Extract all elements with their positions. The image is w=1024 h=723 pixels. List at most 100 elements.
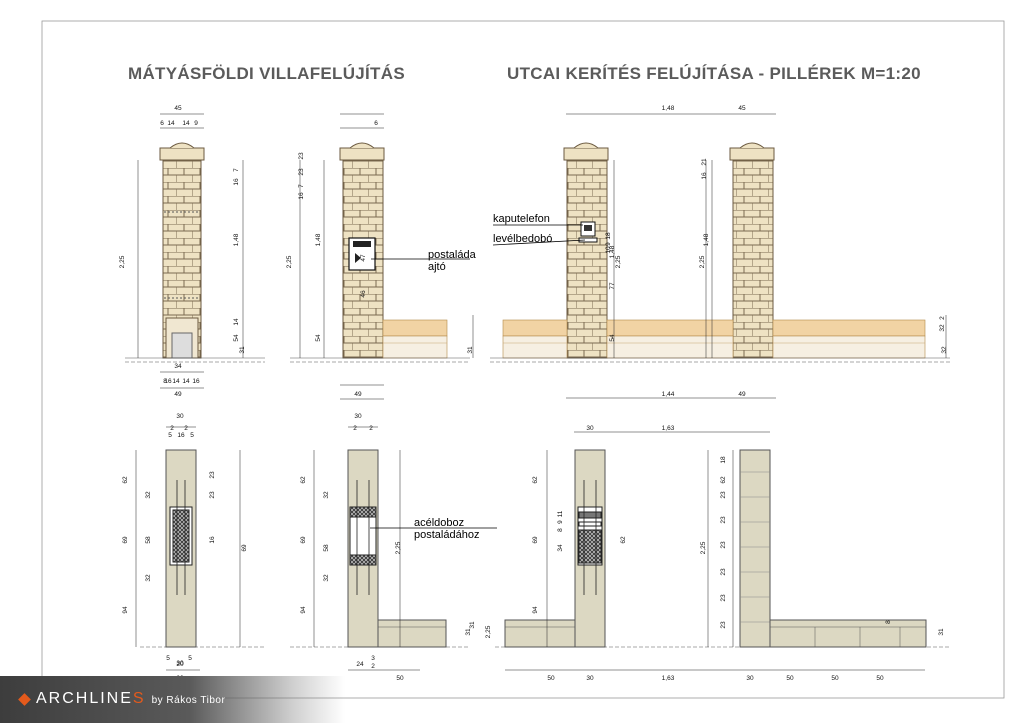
dimension-label: 69 <box>300 536 307 544</box>
dimension-label: 62 <box>300 476 307 484</box>
pillar-elevation-2 <box>339 142 385 359</box>
dimension-label: 32 <box>145 491 152 499</box>
dimension-label: 8 <box>885 620 892 624</box>
dimension-label: 16 <box>177 432 185 439</box>
dimension-label: 11 <box>557 510 564 517</box>
dimension-label: 9 <box>194 120 198 127</box>
dimension-label: 5 <box>190 432 194 439</box>
pillar-elevation-1 <box>159 142 205 359</box>
dimension-label: 49 <box>354 391 362 398</box>
brand-logo-icon <box>18 693 31 706</box>
pillar-elevation-4 <box>729 142 775 359</box>
dimension-label: 1,48 <box>609 245 616 258</box>
dimension-label: 30 <box>354 413 362 420</box>
dimension-label: 16 <box>164 378 172 385</box>
pillar-section-2 <box>347 449 447 648</box>
pillar-section-3 <box>504 449 606 648</box>
dimension-label: 30 <box>586 425 594 432</box>
dimension-label: 45 <box>174 105 182 112</box>
dimension-label: 62 <box>532 476 539 484</box>
dimension-label: 30 <box>746 675 754 682</box>
dimension-label: 30 <box>586 675 594 682</box>
dimension-label: 46 <box>360 290 367 298</box>
dimension-label: 2 <box>939 316 946 320</box>
dimension-label: 14 <box>182 120 190 127</box>
dimension-label: 23 <box>720 594 727 602</box>
pillar-section-1 <box>165 449 197 648</box>
title-left: MÁTYÁSFÖLDI VILLAFELÚJÍTÁS <box>128 64 405 83</box>
dimension-label: 94 <box>532 606 539 614</box>
dimension-label: 18 <box>605 232 612 240</box>
dimension-label: 23 <box>720 541 727 549</box>
dimension-label: 2 <box>371 663 375 670</box>
dimension-label: 69 <box>241 544 248 552</box>
dimension-lines <box>135 113 947 671</box>
dimension-label: 23 <box>209 471 216 479</box>
label-ajto: ajtó <box>428 261 446 273</box>
dimension-label: 31 <box>938 628 945 636</box>
dimension-label: 7 <box>233 168 240 172</box>
dimension-label: 2 <box>170 425 174 432</box>
pillar-elevation-3 <box>563 142 609 359</box>
dimension-label: 50 <box>786 675 794 682</box>
dimension-label: 21 <box>701 158 708 166</box>
dimension-label: 32 <box>323 491 330 499</box>
dimension-label: 16 <box>298 192 305 200</box>
dimension-label: 9 <box>557 520 564 524</box>
ground-lines <box>125 357 950 363</box>
dimension-label: 3 <box>371 655 375 662</box>
dimension-label: 62 <box>122 476 129 484</box>
dimension-label: 5 <box>168 432 172 439</box>
label-kaputelefon: kaputelefon <box>493 213 550 225</box>
dimension-label: 1,48 <box>703 233 710 246</box>
label-postalada: postaláda <box>428 249 476 261</box>
dimension-label: 8 <box>163 378 167 385</box>
pillar-section-4 <box>739 449 927 648</box>
dimension-label: 50 <box>876 675 884 682</box>
dimension-label: 23 <box>720 568 727 576</box>
dimension-label: 1,63 <box>662 425 675 432</box>
dimension-label: 23 <box>720 516 727 524</box>
dimension-label: 5 <box>166 655 170 662</box>
dimension-label: 2,25 <box>119 255 126 268</box>
dimension-label: 62 <box>720 476 727 484</box>
dimension-label: 1,48 <box>662 105 675 112</box>
dimension-label: 24 <box>356 661 364 668</box>
dimension-label: 1,48 <box>233 233 240 246</box>
dimension-label: 2,25 <box>699 255 706 268</box>
dimension-label: 34 <box>174 363 182 370</box>
dimension-label: 50 <box>831 675 839 682</box>
dimension-label: 69 <box>122 536 129 544</box>
dimension-label: 16 <box>209 536 216 544</box>
dimension-label: 2,25 <box>395 541 402 554</box>
dimension-label: 49 <box>738 391 746 398</box>
dimension-label: 45 <box>738 105 746 112</box>
letter-slot <box>578 237 598 243</box>
brand-suffix: S <box>132 690 146 707</box>
dimension-label: 69 <box>532 536 539 544</box>
label-postaladahoz: postaládához <box>414 529 480 541</box>
dimension-label: 1,44 <box>662 391 675 398</box>
dimension-label: 2 <box>369 425 373 432</box>
dimension-label: 23 <box>298 152 305 160</box>
dimension-label: 8 <box>557 528 564 532</box>
brand-by: by Rákos Tibor <box>151 695 226 706</box>
dimension-label: 9 <box>605 242 612 246</box>
dimension-label: 50 <box>396 675 404 682</box>
dimension-label: 5 <box>188 655 192 662</box>
dimension-label: 30 <box>176 413 184 420</box>
dimension-label: 6 <box>374 120 378 127</box>
dimension-label: 2 <box>353 425 357 432</box>
sheet-frame <box>41 20 1005 699</box>
dimension-label: 31 <box>467 346 474 354</box>
dimension-label: 20 <box>176 661 184 668</box>
dimension-label: 31 <box>469 621 476 629</box>
brand-name: ARCHLINE <box>36 690 133 707</box>
fence-bands <box>382 319 926 359</box>
dimension-label: 2,25 <box>700 541 707 554</box>
dimension-label: 32 <box>941 346 948 354</box>
dimension-label: 2,25 <box>485 625 492 638</box>
